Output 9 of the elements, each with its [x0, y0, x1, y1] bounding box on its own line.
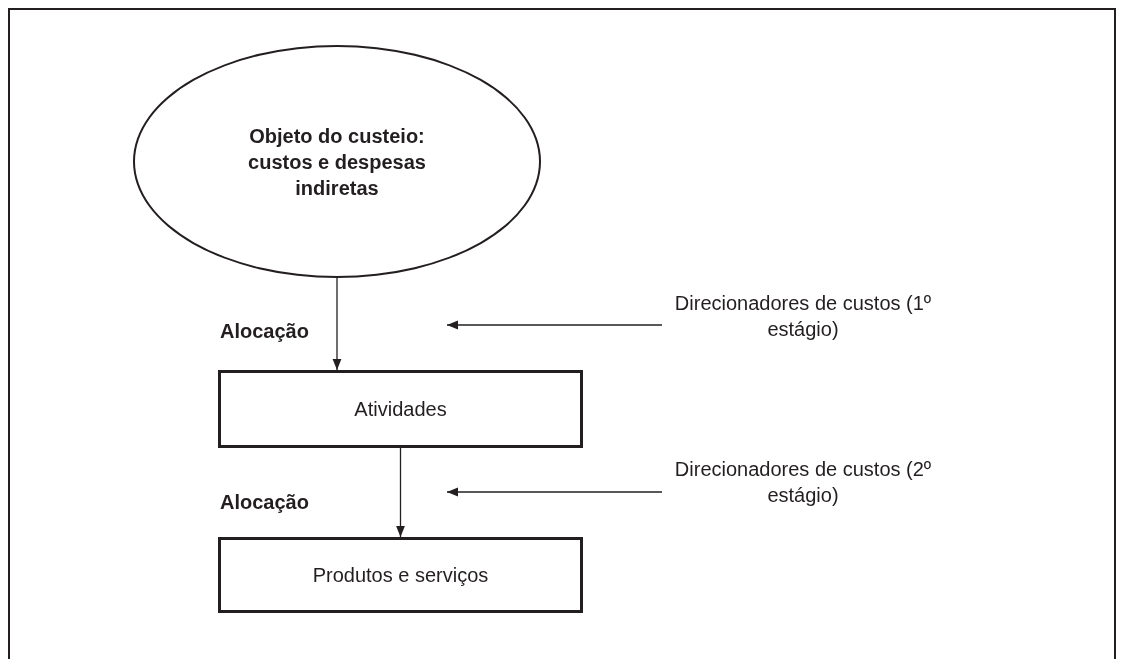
process-box: Atividades: [218, 370, 583, 448]
driver-text: Direcionadores de custos (1º estágio): [672, 288, 934, 344]
process-box: Produtos e serviços: [218, 537, 583, 613]
arrow: [446, 320, 663, 330]
arrow: [396, 447, 405, 538]
arrow: [332, 277, 342, 371]
arrow: [446, 487, 663, 497]
driver-text: Direcionadores de custos (2º estágio): [672, 454, 934, 510]
ellipse-node: Objeto do custeio: custos e despesas indiretas: [133, 45, 541, 278]
